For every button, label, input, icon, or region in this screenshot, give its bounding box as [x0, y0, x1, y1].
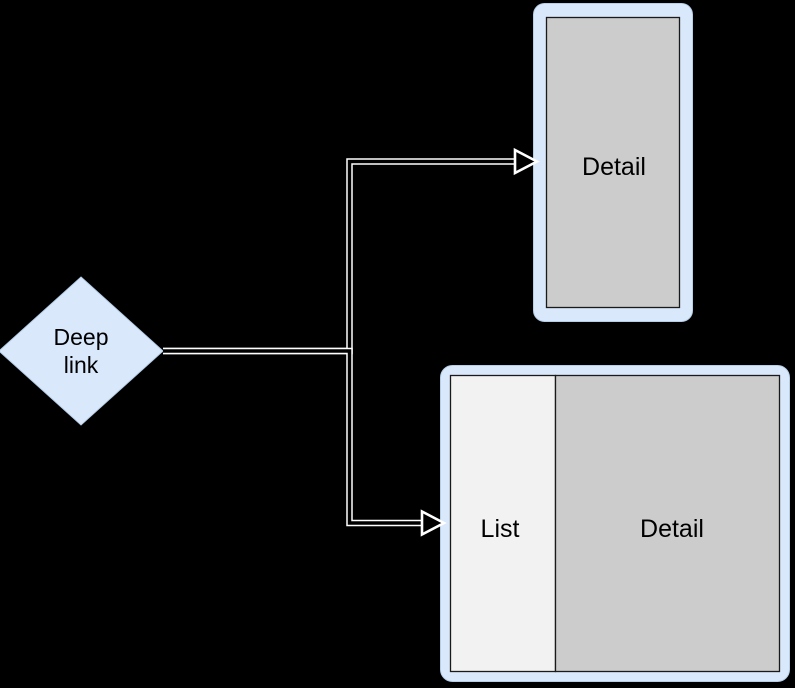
connector-deep-link-to-detail[interactable] [163, 147, 540, 355]
connector-deep-link-to-list-detail[interactable] [163, 347, 447, 537]
top-screen-detail-panel [545, 16, 681, 309]
connector-deep-link-to-detail-outline [163, 158, 521, 355]
connector-deep-link-to-detail-arrowhead [513, 147, 540, 176]
node-top-screen[interactable] [533, 3, 693, 322]
connector-deep-link-to-list-detail-core [163, 349, 428, 525]
connector-deep-link-to-detail-core [163, 159, 521, 353]
node-bottom-screen[interactable] [440, 365, 790, 682]
bottom-screen-detail-panel [554, 374, 781, 673]
connector-deep-link-to-list-detail-arrowhead [420, 509, 447, 537]
deep-link-diamond [0, 276, 164, 426]
node-deep-link[interactable] [0, 276, 164, 426]
connector-deep-link-to-list-detail-outline [163, 347, 428, 527]
